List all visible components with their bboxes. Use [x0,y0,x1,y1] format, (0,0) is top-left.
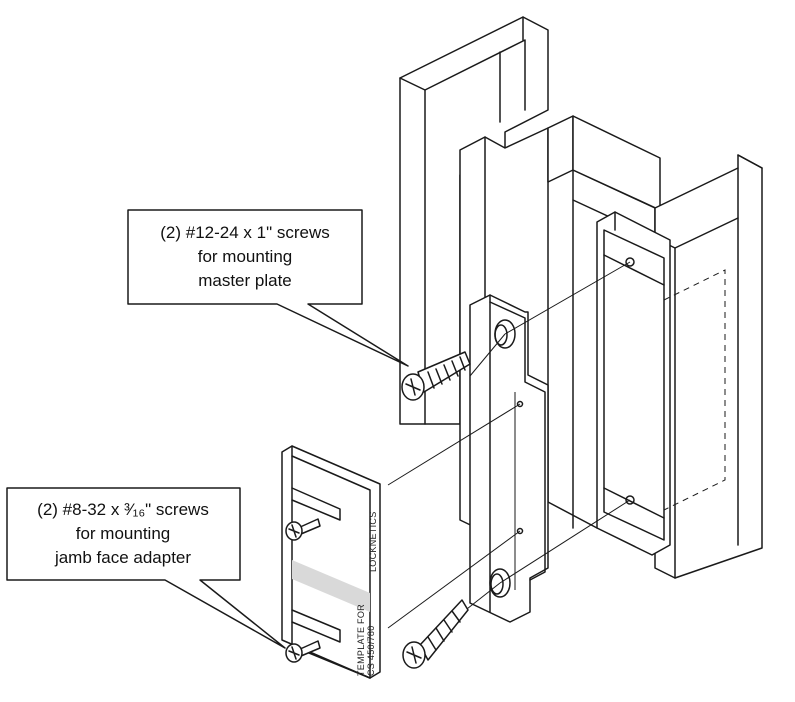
jamb-face-adapter: LOCKNETICS TEMPLATE FOR CS 450/780 [281,445,381,679]
callout1-line2: for mounting [198,247,293,266]
callout1-line3: master plate [198,271,292,290]
callout-jamb-adapter-screws: (2) #8-32 x ³⁄₁₆" screws for mounting ja… [6,487,286,649]
adapter-screw-lower [285,640,321,663]
callout-master-plate-screws: (2) #12-24 x 1" screws for mounting mast… [127,209,409,367]
callout2-line2: for mounting [76,524,171,543]
callout2-line1: (2) #8-32 x ³⁄₁₆" screws [37,500,209,519]
plate-template-line2: CS 450/780 [366,625,376,676]
master-plate-screw-upper [401,351,471,401]
callout2-line3: jamb face adapter [54,548,191,567]
master-plate-screw-lower [402,599,469,669]
plate-brand-text: LOCKNETICS [368,511,378,572]
door-frame [399,16,763,579]
callout1-line1: (2) #12-24 x 1" screws [160,223,330,242]
assembly-lines [387,257,635,629]
plate-template-line1: TEMPLATE FOR [356,604,366,676]
adapter-screw-upper [285,518,321,541]
